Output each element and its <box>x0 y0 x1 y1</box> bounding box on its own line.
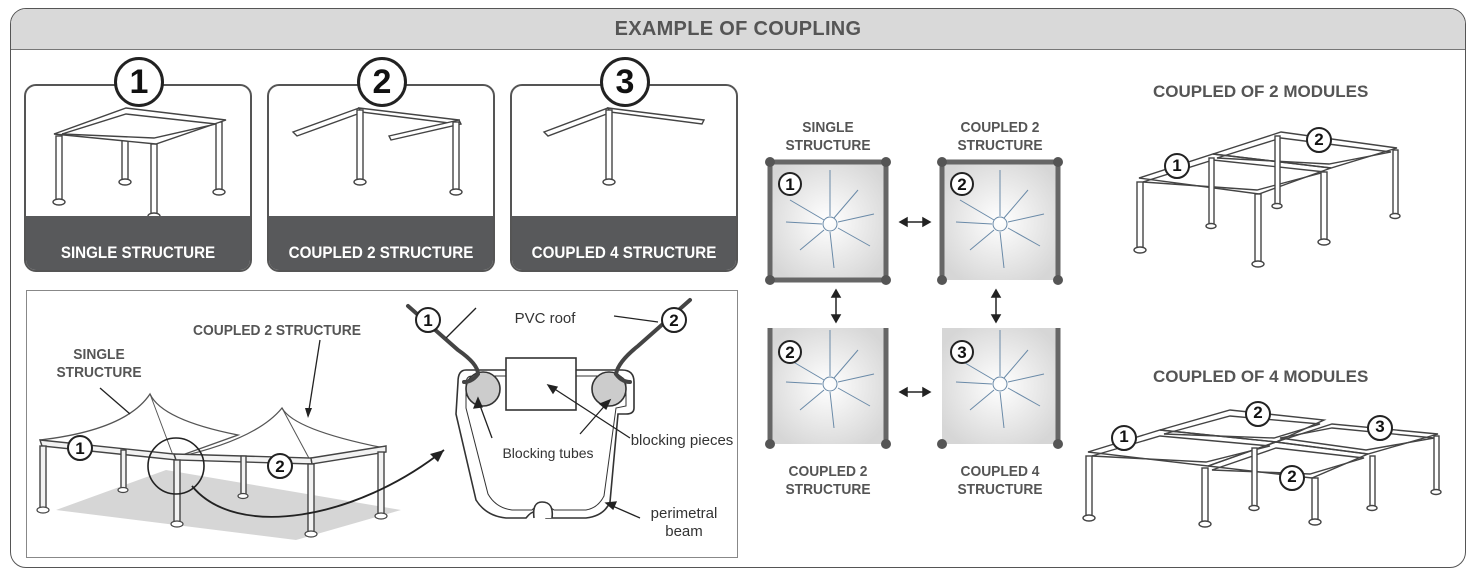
page-title: EXAMPLE OF COUPLING <box>614 18 862 40</box>
panel-coupled-4-structure: COUPLED 4 STRUCTURE <box>510 84 738 272</box>
panel-label: COUPLED 2 STRUCTURE <box>288 244 474 262</box>
single-structure-drawing <box>52 107 227 220</box>
coupling-detail-drawing <box>36 298 692 540</box>
panel-label: SINGLE STRUCTURE <box>60 244 216 262</box>
grid-number: 1 <box>785 175 795 194</box>
panel-label-bar: COUPLED 4 STRUCTURE <box>512 216 736 270</box>
module-number: 2 <box>1287 467 1297 486</box>
pvc-roof-label: PVC roof <box>514 310 576 327</box>
coupled-2-structure-drawing <box>291 107 463 196</box>
coupling-detail-box <box>26 290 738 558</box>
grid-label-coupled-2: COUPLED 2 STRUCTURE <box>957 119 1043 154</box>
blocking-pieces-label: blocking pieces <box>630 432 734 449</box>
grid-number: 2 <box>957 175 967 194</box>
panel-number-badge: 2 <box>357 57 407 107</box>
grid-label-single: SINGLE STRUCTURE <box>785 119 871 154</box>
module-number: 3 <box>1375 417 1385 436</box>
panel-label-bar: SINGLE STRUCTURE <box>26 216 250 270</box>
panel-number-badge: 3 <box>600 57 650 107</box>
panel-label-bar: COUPLED 2 STRUCTURE <box>269 216 493 270</box>
marker-1: 1 <box>75 439 85 458</box>
marker-1: 1 <box>423 311 433 330</box>
marker-2: 2 <box>669 311 679 330</box>
grid-label-coupled-2: COUPLED 2 STRUCTURE <box>785 463 871 498</box>
module-number: 1 <box>1119 427 1129 446</box>
marker-2: 2 <box>275 457 285 476</box>
module-number: 2 <box>1253 403 1263 422</box>
coupled-4-modules-title: COUPLED OF 4 MODULES <box>1153 367 1369 386</box>
coupled-2-modules-drawing <box>1133 127 1401 268</box>
perimetral-beam-label: perimetral beam <box>650 505 718 540</box>
module-number: 2 <box>1314 130 1324 149</box>
panel-label: COUPLED 4 STRUCTURE <box>531 244 717 262</box>
single-structure-label: SINGLE STRUCTURE <box>56 346 142 381</box>
coupled-4-structure-drawing <box>542 107 706 186</box>
panel-coupled-2-structure: COUPLED 2 STRUCTURE <box>267 84 495 272</box>
header-bar: EXAMPLE OF COUPLING <box>11 9 1465 50</box>
diagram-frame: EXAMPLE OF COUPLING <box>10 8 1466 568</box>
grid-number: 2 <box>785 343 795 362</box>
panel-single-structure: SINGLE STRUCTURE <box>24 84 252 272</box>
coupled-4-modules-drawing <box>1082 401 1442 528</box>
panel-number-badge: 1 <box>114 57 164 107</box>
module-grid-drawing <box>765 157 1063 449</box>
coupled-2-modules-title: COUPLED OF 2 MODULES <box>1153 82 1369 101</box>
grid-number: 3 <box>957 343 967 362</box>
coupled-2-structure-label: COUPLED 2 STRUCTURE <box>193 322 361 339</box>
module-number: 1 <box>1172 156 1182 175</box>
blocking-tubes-label: Blocking tubes <box>502 445 594 461</box>
grid-label-coupled-4: COUPLED 4 STRUCTURE <box>957 463 1043 498</box>
